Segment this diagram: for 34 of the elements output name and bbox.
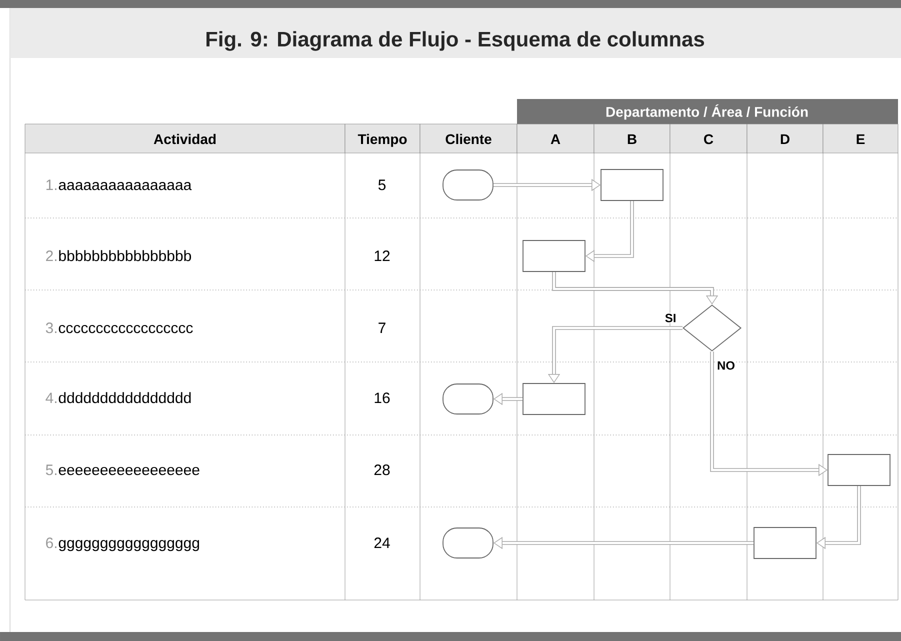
header-band: Departamento / Área / Función [517,99,898,124]
column-header: C [670,124,748,154]
column-header: B [594,124,670,154]
time-value: 24 [374,538,390,548]
row-number: 4. [46,392,56,403]
process-box [754,527,816,559]
time-value: 7 [378,322,386,333]
row-number: 6. [46,538,56,548]
activity-text: aaaaaaaaaaaaaaaa [58,182,192,190]
column-header: Cliente [420,124,518,154]
time-value: 5 [378,180,386,190]
process-box [522,240,586,272]
activity-text: eeeeeeeeeeeeeeeee [58,466,200,476]
time-value: 12 [374,250,390,261]
edge-label: SI [664,312,678,324]
row-number: 5. [46,464,56,476]
title-banner: Fig. 9: Diagrama de Flujo - Esquema de columnas [10,8,901,58]
row-number: 3. [46,322,56,334]
process-box [828,454,890,486]
row-number: 2. [46,250,56,261]
activity-text: cccccccccccccccccc [58,324,193,334]
row-number: 1. [46,180,56,190]
activity-text: ggggggggggggggggg [58,540,200,552]
column-header: Tiempo [344,124,420,154]
process-box [522,383,586,415]
column-header: D [746,124,824,154]
column-header: E [822,124,898,154]
process-box [600,169,664,201]
column-header: A [516,124,594,154]
edge-label: NO [716,360,736,371]
time-value: 16 [374,392,390,404]
time-value: 28 [374,464,390,476]
activity-text: bbbbbbbbbbbbbbbb [59,250,192,262]
activity-text: dddddddddddddddd [58,392,191,404]
